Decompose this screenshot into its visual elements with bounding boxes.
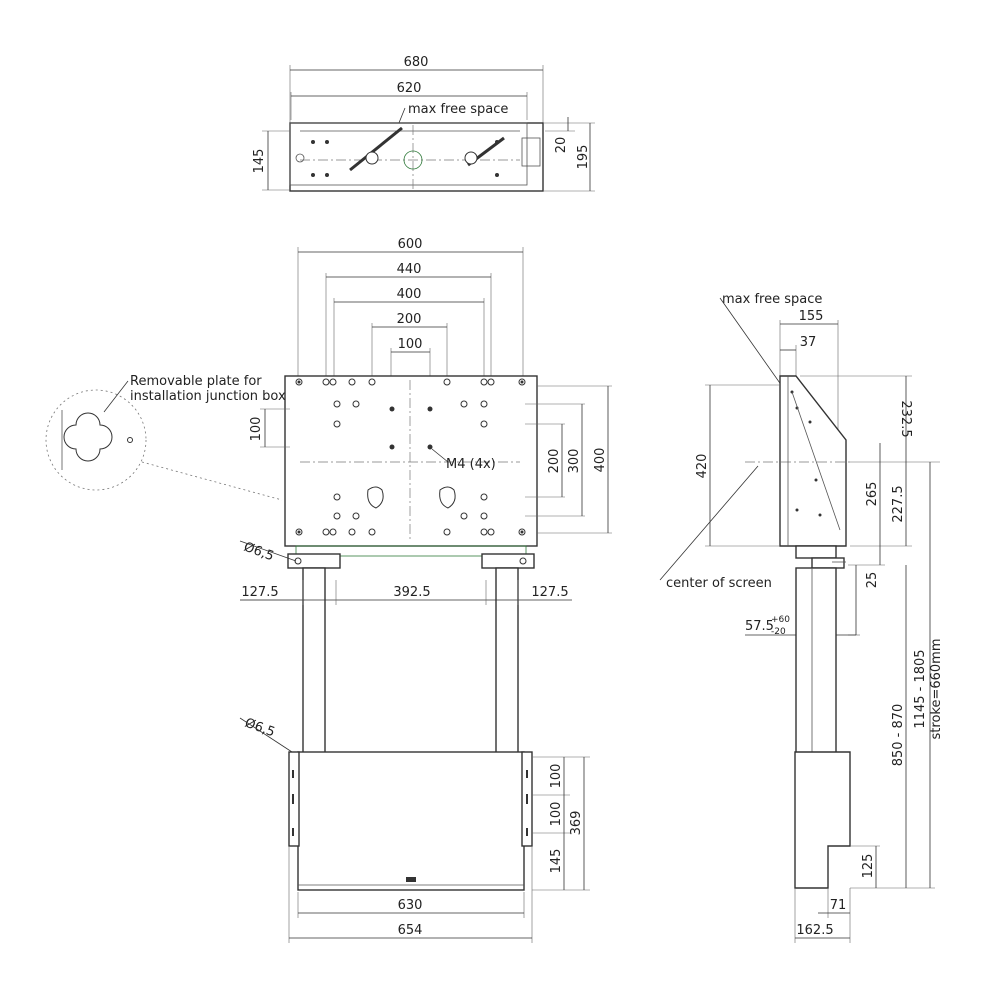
top-max-free-space-label: max free space bbox=[408, 102, 508, 117]
side-depth-37: 37 bbox=[800, 335, 817, 350]
front-spacing-center: 392.5 bbox=[393, 585, 430, 600]
side-range-850-870: 850 - 870 bbox=[891, 704, 906, 767]
front-height-400: 400 bbox=[593, 448, 608, 473]
top-pivot-right-icon bbox=[464, 151, 478, 165]
base-logo-icon bbox=[406, 877, 416, 882]
side-height-420: 420 bbox=[695, 454, 710, 479]
top-depth-offset: 20 bbox=[554, 137, 569, 154]
detail-note-line1: Removable plate for bbox=[130, 374, 262, 389]
front-width-440: 440 bbox=[397, 262, 422, 277]
top-width-overall: 680 bbox=[404, 55, 429, 70]
front-spacing-right: 127.5 bbox=[531, 585, 568, 600]
side-tolerance-plus: +60 bbox=[771, 615, 790, 625]
base-height-145: 145 bbox=[549, 849, 564, 874]
top-pivot-left-icon bbox=[365, 151, 379, 165]
side-height-125: 125 bbox=[861, 854, 876, 879]
base-width-654: 654 bbox=[398, 923, 423, 938]
side-max-free-space-label: max free space bbox=[722, 292, 822, 307]
top-view: 680 620 max free space 20 195 bbox=[252, 55, 595, 192]
side-depth-155: 155 bbox=[799, 309, 824, 324]
side-width-162-5: 162.5 bbox=[796, 923, 833, 938]
side-height-25: 25 bbox=[865, 572, 880, 589]
front-height-300: 300 bbox=[567, 449, 582, 474]
base-height-100b: 100 bbox=[549, 802, 564, 827]
front-width-400: 400 bbox=[397, 287, 422, 302]
side-tolerance-value: 57.5 bbox=[745, 619, 774, 634]
top-depth: 145 bbox=[252, 149, 267, 174]
front-thread-note: M4 (4x) bbox=[446, 457, 496, 472]
front-column-right bbox=[495, 567, 519, 754]
front-width-100: 100 bbox=[398, 337, 423, 352]
base-height-369: 369 bbox=[569, 811, 584, 836]
front-hole-dia-top: Ø6,5 bbox=[242, 540, 276, 565]
front-view: 600 440 400 200 100 bbox=[239, 237, 612, 943]
front-column-left bbox=[302, 567, 326, 754]
front-width-200: 200 bbox=[397, 312, 422, 327]
base-height-100a: 100 bbox=[549, 764, 564, 789]
side-stroke: stroke=660mm bbox=[929, 639, 944, 740]
front-hole-dia-bottom: Ø6,5 bbox=[243, 716, 277, 741]
front-spacing-left: 127.5 bbox=[241, 585, 278, 600]
side-range-1145-1805: 1145 - 1805 bbox=[913, 649, 928, 728]
side-width-71: 71 bbox=[830, 898, 847, 913]
top-depth-overall: 195 bbox=[576, 145, 591, 170]
front-wall-plate bbox=[284, 375, 538, 547]
side-center-screen-label: center of screen bbox=[666, 576, 772, 591]
top-width-inner: 620 bbox=[397, 81, 422, 96]
detail-note-line2: installation junction box bbox=[130, 389, 286, 404]
side-bracket-profile bbox=[779, 375, 847, 547]
side-tolerance-minus: -20 bbox=[771, 627, 786, 637]
front-width-600: 600 bbox=[398, 237, 423, 252]
side-height-265: 265 bbox=[865, 482, 880, 507]
base-width-630: 630 bbox=[398, 898, 423, 913]
top-view-body bbox=[289, 122, 544, 192]
side-column bbox=[795, 567, 837, 754]
front-base-box bbox=[297, 751, 525, 891]
side-height-227-5: 227.5 bbox=[891, 485, 906, 522]
side-view: max free space 155 37 center of screen 4… bbox=[659, 292, 944, 943]
front-height-100: 100 bbox=[249, 417, 264, 442]
junction-box-detail: Removable plate for installation junctio… bbox=[45, 374, 286, 501]
side-base bbox=[794, 751, 851, 889]
front-height-200: 200 bbox=[547, 449, 562, 474]
side-height-232-5: 232.5 bbox=[898, 400, 913, 437]
